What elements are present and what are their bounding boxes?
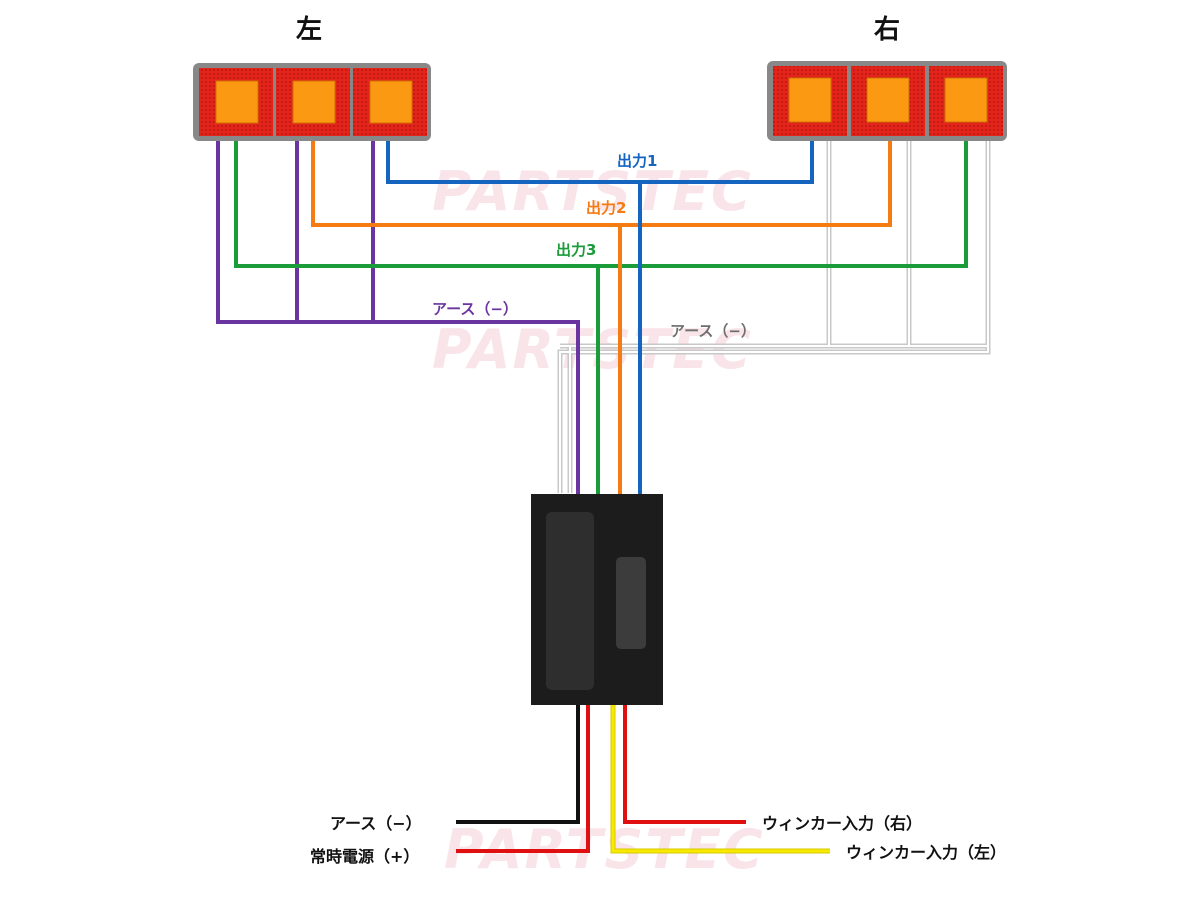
watermark-top: PARTSTEC [432, 160, 753, 223]
bottom-ground-label: アース（−） [330, 814, 422, 833]
bottom-ground-wire [456, 705, 580, 824]
right-side-label: 右 [874, 15, 900, 45]
output2-wire [311, 141, 892, 494]
output2-label: 出力2 [586, 199, 626, 217]
output1-label: 出力1 [617, 152, 657, 170]
right-ground-wire [557, 141, 991, 493]
output1-wire [386, 141, 814, 494]
left-ground-label: アース（−） [432, 300, 518, 318]
control-module [531, 494, 663, 705]
bottom-power-wire [456, 705, 590, 853]
right-lamp [767, 61, 1007, 141]
left-ground-wire [216, 141, 580, 494]
blinker-right-wire [623, 705, 746, 824]
right-ground-label: アース（−） [670, 322, 756, 340]
blinker-right-label: ウィンカー入力（右） [762, 814, 922, 833]
left-lamp [193, 63, 431, 141]
left-side-label: 左 [296, 15, 322, 45]
blinker-left-label: ウィンカー入力（左） [846, 843, 1006, 862]
output3-label: 出力3 [556, 241, 596, 259]
blinker-left-wire [610, 705, 830, 854]
output3-wire [234, 141, 968, 494]
bottom-power-label: 常時電源（+） [310, 847, 419, 866]
